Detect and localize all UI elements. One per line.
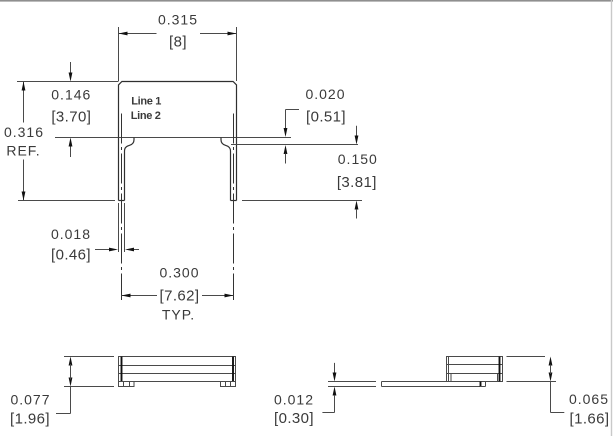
svg-text:[0.46]: [0.46] — [51, 246, 91, 263]
svg-text:Line 2: Line 2 — [131, 110, 161, 122]
svg-text:[7.62]: [7.62] — [160, 288, 200, 305]
svg-text:[3.70]: [3.70] — [51, 109, 91, 126]
svg-text:0.020: 0.020 — [305, 86, 345, 102]
svg-text:0.077: 0.077 — [10, 391, 50, 407]
svg-text:0.315: 0.315 — [158, 12, 198, 28]
svg-text:[1.96]: [1.96] — [10, 411, 50, 428]
svg-text:0.012: 0.012 — [274, 392, 314, 408]
svg-text:0.316: 0.316 — [4, 124, 44, 140]
svg-text:[1.66]: [1.66] — [570, 410, 610, 427]
svg-text:0.065: 0.065 — [569, 391, 609, 407]
svg-text:REF.: REF. — [6, 142, 40, 158]
svg-text:0.146: 0.146 — [51, 87, 91, 103]
svg-text:0.300: 0.300 — [159, 264, 199, 280]
svg-text:[0.30]: [0.30] — [274, 410, 314, 427]
svg-text:TYP.: TYP. — [162, 307, 195, 323]
svg-text:Line 1: Line 1 — [131, 96, 161, 108]
svg-text:[8]: [8] — [169, 34, 187, 51]
svg-text:[0.51]: [0.51] — [306, 109, 346, 126]
svg-text:0.018: 0.018 — [51, 226, 91, 242]
svg-text:0.150: 0.150 — [338, 151, 378, 167]
svg-text:[3.81]: [3.81] — [337, 174, 377, 191]
